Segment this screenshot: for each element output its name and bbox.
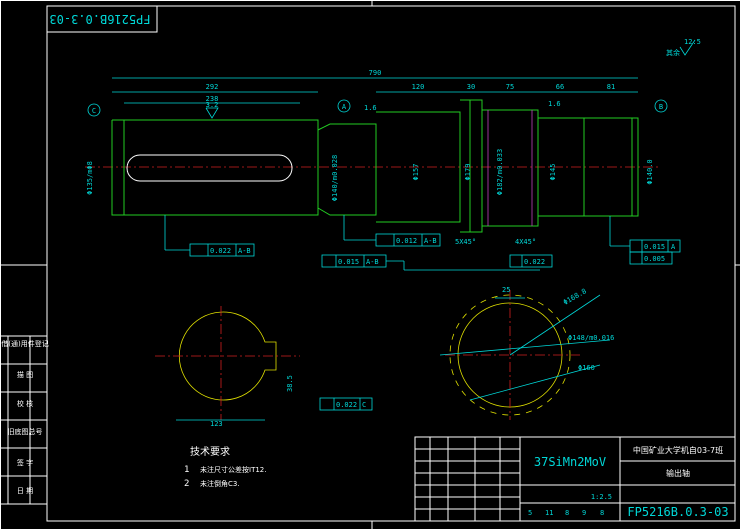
tech-title: 技术要求 — [190, 445, 230, 458]
roughness-label: 其余 — [666, 48, 680, 57]
part-name: 输出轴 — [666, 468, 690, 478]
keyway-section-view: 123 38.5 0.022 C — [155, 306, 373, 428]
tech-item-2-num: 2 — [184, 479, 189, 489]
datum-b: B — [659, 103, 663, 111]
side-label-4: 旧底图总号 — [8, 427, 43, 436]
dim-120: 120 — [412, 83, 425, 91]
scale: 1:2.5 — [591, 493, 612, 501]
key-width: 25 — [502, 286, 510, 294]
count-2: 11 — [545, 509, 553, 517]
tol1-ref: A-B — [238, 247, 251, 255]
shaft-main-view — [85, 99, 660, 233]
chamfer-2: 4X45° — [515, 238, 536, 246]
inner-frame — [46, 5, 736, 522]
dia-left: Φ135/mΦ8 — [86, 161, 94, 195]
dim-30: 30 — [467, 83, 475, 91]
sec-depth: 38.5 — [286, 375, 294, 392]
material: 37SiMn2MoV — [534, 455, 606, 469]
dimensions-top: 790 292 238 120 30 75 66 81 3.2 1.6 1.6 — [112, 69, 638, 119]
dim-75: 75 — [506, 83, 514, 91]
title-block: 37SiMn2MoV 中国矿业大学机自03-7班 输出轴 1:2.5 FP521… — [414, 436, 736, 522]
dim-238: 238 — [206, 95, 219, 103]
rotated-number-box — [46, 5, 158, 33]
rough-2: 1.6 — [364, 104, 377, 112]
dia-179: Φ179 — [464, 164, 472, 181]
tech-item-1-text: 未注尺寸公差按IT12. — [200, 465, 266, 474]
tol7-val: 0.022 — [336, 401, 357, 409]
rotated-drawing-number: FP5216B.0.3-03 — [49, 12, 150, 26]
count-3: 8 — [565, 509, 569, 517]
side-label-2: 描 图 — [17, 370, 33, 379]
sec-width: 123 — [210, 420, 223, 428]
gear-d2: Φ148/m0.016 — [568, 334, 614, 342]
tol5-val: 0.015 — [644, 243, 665, 251]
drawing-number: FP5216B.0.3-03 — [627, 505, 728, 519]
dia-157: Φ157 — [412, 164, 420, 181]
dia-145: Φ145 — [549, 164, 557, 181]
side-label-6: 日 期 — [17, 487, 33, 495]
diameter-labels: Φ135/mΦ8 Φ140/m0.028 Φ157 Φ179 Φ182/m0.0… — [86, 149, 654, 246]
tol1-val: 0.022 — [210, 247, 231, 255]
dia-140b: Φ140.0 — [646, 159, 654, 184]
roughness-value: 12.5 — [684, 38, 701, 46]
dim-overall: 790 — [369, 69, 382, 77]
dim-81: 81 — [607, 83, 615, 91]
gear-d1: Φ168.8 — [562, 287, 588, 307]
tol3-val: 0.015 — [338, 258, 359, 266]
count-5: 8 — [600, 509, 604, 517]
institution: 中国矿业大学机自03-7班 — [633, 445, 723, 455]
dia-182: Φ182/m0.033 — [496, 149, 504, 195]
tol4-val: 0.022 — [524, 258, 545, 266]
roughness-note: 其余 12.5 — [666, 38, 701, 57]
datum-markers: C A B — [87, 99, 668, 117]
tech-requirements: 技术要求 1 未注尺寸公差按IT12. 2 未注倒角C3. — [184, 445, 266, 489]
tol2-val: 0.012 — [396, 237, 417, 245]
tech-item-1-num: 1 — [184, 465, 189, 475]
dim-292: 292 — [206, 83, 219, 91]
tol6-val: 0.005 — [644, 255, 665, 263]
rough-1: 3.2 — [206, 101, 219, 109]
datum-a: A — [342, 103, 347, 111]
chamfer-1: 5X45° — [455, 238, 476, 246]
count-4: 9 — [582, 509, 586, 517]
dim-66: 66 — [556, 83, 564, 91]
gear-d3: Φ160 — [578, 364, 595, 372]
rough-3: 1.6 — [548, 100, 561, 108]
count-1: 5 — [528, 509, 532, 517]
tolerance-frames: 0.022 A-B 0.012 A-B 0.015 A-B 0.022 0.01… — [164, 215, 681, 271]
tech-item-2-text: 未注倒角C3. — [200, 479, 240, 488]
tol7-ref: C — [362, 401, 366, 409]
tol3-ref: A-B — [366, 258, 379, 266]
keyway-slot — [126, 154, 293, 182]
side-bar: 借(通)用件登记 描 图 校 核 旧底图总号 签 字 日 期 — [0, 335, 49, 505]
tol5-ref: A — [671, 243, 676, 251]
tol2-ref: A-B — [424, 237, 437, 245]
gear-section-view: 25 Φ168.8 Φ148/m0.016 Φ160 — [439, 286, 614, 420]
datum-c: C — [92, 107, 96, 115]
side-label-5: 签 字 — [17, 458, 33, 467]
side-label-1: 借(通)用件登记 — [1, 339, 48, 348]
dia-140: Φ140/m0.028 — [331, 155, 339, 201]
side-label-3: 校 核 — [17, 399, 33, 408]
